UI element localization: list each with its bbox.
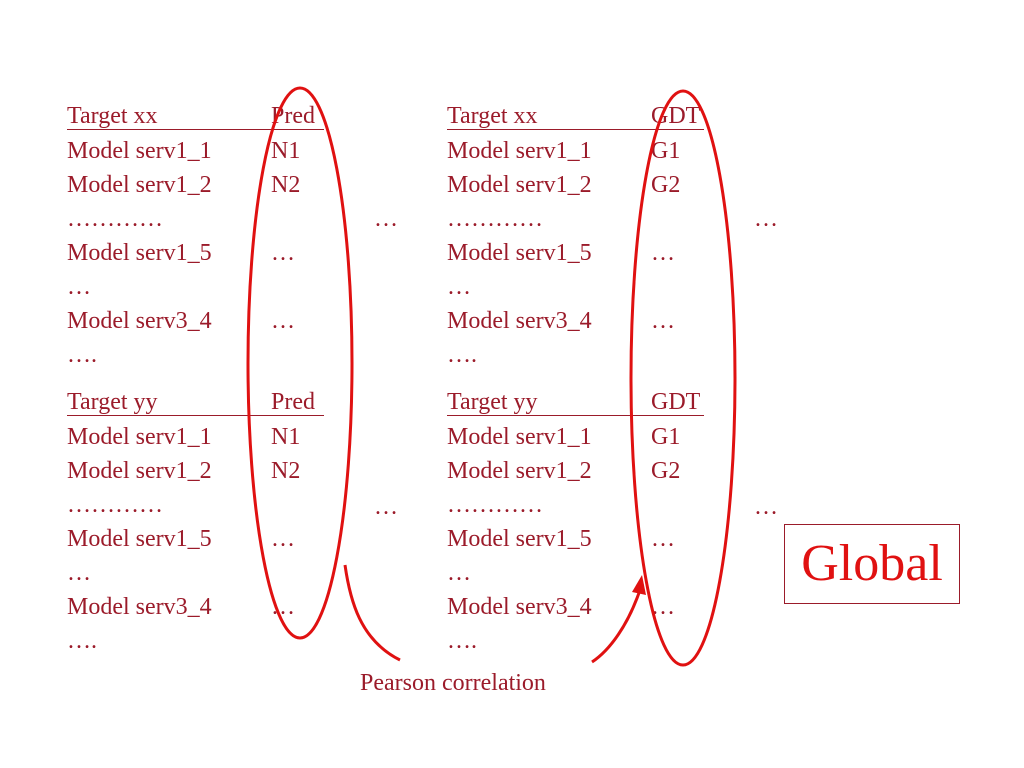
table-row: … bbox=[447, 270, 717, 304]
ellipsis-left-bottom: … bbox=[374, 494, 398, 520]
pearson-correlation-label: Pearson correlation bbox=[360, 670, 546, 696]
table-row: … bbox=[447, 556, 717, 590]
header-target-label: Target xx bbox=[447, 103, 538, 129]
model-name-cell: … bbox=[447, 560, 471, 586]
table-row: ………… bbox=[447, 202, 717, 236]
header-column-label: GDT bbox=[651, 103, 701, 129]
header-target-label: Target xx bbox=[67, 103, 158, 129]
table-header: Target xx GDT bbox=[447, 99, 704, 130]
table-row: Model serv1_2 N2 bbox=[67, 454, 337, 488]
model-name-cell: … bbox=[67, 274, 91, 300]
table-row: Model serv3_4 … bbox=[67, 590, 337, 624]
table-row: Model serv1_2 N2 bbox=[67, 168, 337, 202]
model-name-cell: Model serv3_4 bbox=[447, 308, 592, 334]
model-name-cell: Model serv1_5 bbox=[447, 240, 592, 266]
value-cell: … bbox=[271, 526, 295, 552]
model-name-cell: ………… bbox=[67, 206, 163, 232]
table-row: …. bbox=[447, 338, 717, 372]
table-row: Model serv3_4 … bbox=[447, 590, 717, 624]
model-name-cell: Model serv1_5 bbox=[67, 240, 212, 266]
table-row: Model serv1_2 G2 bbox=[447, 168, 717, 202]
header-target-label: Target yy bbox=[447, 389, 538, 415]
value-cell: … bbox=[651, 594, 675, 620]
table-row: ………… bbox=[67, 202, 337, 236]
ellipsis-right-bottom: … bbox=[754, 494, 778, 520]
table-header: Target xx Pred bbox=[67, 99, 324, 130]
value-cell: … bbox=[271, 240, 295, 266]
table-row: Model serv1_5 … bbox=[447, 236, 717, 270]
value-cell: N1 bbox=[271, 424, 301, 450]
table-row: …. bbox=[67, 338, 337, 372]
model-name-cell: …. bbox=[67, 342, 97, 368]
global-label-box: Global bbox=[784, 524, 960, 604]
table-row: …. bbox=[447, 624, 717, 658]
table-row: Model serv3_4 … bbox=[67, 304, 337, 338]
model-name-cell: Model serv1_2 bbox=[447, 172, 592, 198]
header-column-label: Pred bbox=[271, 389, 315, 415]
value-cell: G1 bbox=[651, 424, 681, 450]
value-cell: … bbox=[271, 594, 295, 620]
model-name-cell: …. bbox=[447, 342, 477, 368]
model-name-cell: Model serv1_2 bbox=[447, 458, 592, 484]
table-header: Target yy Pred bbox=[67, 385, 324, 416]
header-column-label: Pred bbox=[271, 103, 315, 129]
model-name-cell: ………… bbox=[447, 492, 543, 518]
model-name-cell: ………… bbox=[67, 492, 163, 518]
value-cell: G2 bbox=[651, 172, 681, 198]
table-row: Model serv1_1 G1 bbox=[447, 420, 717, 454]
table-row: Model serv1_2 G2 bbox=[447, 454, 717, 488]
model-name-cell: Model serv1_5 bbox=[447, 526, 592, 552]
model-name-cell: Model serv1_1 bbox=[67, 424, 212, 450]
model-name-cell: Model serv3_4 bbox=[447, 594, 592, 620]
ellipsis-left-top: … bbox=[374, 206, 398, 232]
table-row: … bbox=[67, 556, 337, 590]
model-name-cell: … bbox=[447, 274, 471, 300]
left-connector-curve bbox=[343, 564, 401, 662]
value-cell: … bbox=[651, 240, 675, 266]
header-column-label: GDT bbox=[651, 389, 701, 415]
model-name-cell: Model serv1_1 bbox=[447, 138, 592, 164]
value-cell: … bbox=[271, 308, 295, 334]
model-name-cell: Model serv1_2 bbox=[67, 172, 212, 198]
value-cell: … bbox=[651, 308, 675, 334]
model-name-cell: Model serv1_1 bbox=[67, 138, 212, 164]
table-row: ………… bbox=[447, 488, 717, 522]
model-name-cell: Model serv3_4 bbox=[67, 308, 212, 334]
table-row: …. bbox=[67, 624, 337, 658]
table-row: … bbox=[67, 270, 337, 304]
model-name-cell: …. bbox=[447, 628, 477, 654]
table-row: Model serv1_5 … bbox=[67, 522, 337, 556]
model-name-cell: Model serv1_1 bbox=[447, 424, 592, 450]
table-row: Model serv3_4 … bbox=[447, 304, 717, 338]
model-name-cell: … bbox=[67, 560, 91, 586]
value-cell: G1 bbox=[651, 138, 681, 164]
model-name-cell: …. bbox=[67, 628, 97, 654]
table-row: Model serv1_5 … bbox=[447, 522, 717, 556]
header-target-label: Target yy bbox=[67, 389, 158, 415]
value-cell: N2 bbox=[271, 172, 301, 198]
model-name-cell: Model serv3_4 bbox=[67, 594, 212, 620]
table-header: Target yy GDT bbox=[447, 385, 704, 416]
model-name-cell: Model serv1_5 bbox=[67, 526, 212, 552]
model-name-cell: ………… bbox=[447, 206, 543, 232]
value-cell: … bbox=[651, 526, 675, 552]
table-row: Model serv1_1 N1 bbox=[67, 420, 337, 454]
table-row: Model serv1_5 … bbox=[67, 236, 337, 270]
table-row: Model serv1_1 G1 bbox=[447, 134, 717, 168]
model-name-cell: Model serv1_2 bbox=[67, 458, 212, 484]
table-row: ………… bbox=[67, 488, 337, 522]
value-cell: G2 bbox=[651, 458, 681, 484]
value-cell: N2 bbox=[271, 458, 301, 484]
ellipsis-right-top: … bbox=[754, 206, 778, 232]
table-row: Model serv1_1 N1 bbox=[67, 134, 337, 168]
value-cell: N1 bbox=[271, 138, 301, 164]
